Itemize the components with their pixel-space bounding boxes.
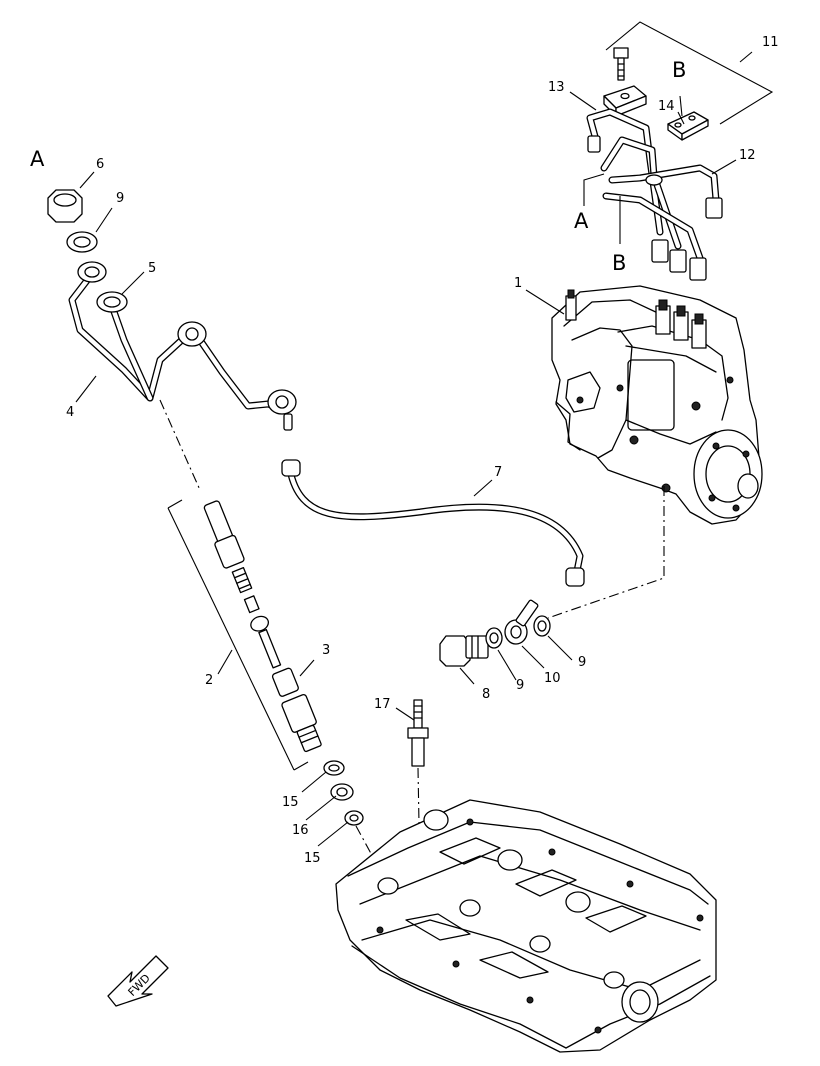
banjo-bolt-8: [439, 635, 489, 685]
callout-5-leader: [121, 271, 145, 295]
callout-10: 10: [544, 671, 561, 686]
callout-11-leader: [739, 51, 753, 63]
callout-4: 4: [66, 405, 74, 420]
glow-plug-17: [395, 699, 429, 881]
callout-17: 17: [374, 697, 391, 712]
callout-8: 8: [482, 687, 490, 702]
ref-b-bottom: B: [612, 251, 626, 275]
banjo-bolt-set: [439, 599, 573, 685]
nozzle-seals: [301, 760, 364, 847]
injection-pump: [525, 285, 763, 525]
cap-nut-6: [47, 171, 95, 223]
callout-2: 2: [205, 673, 213, 688]
callout-9a: 9: [116, 191, 124, 206]
callout-2-bracket: [167, 507, 295, 771]
callout-9b: 9: [516, 678, 524, 693]
callout-16: 16: [292, 823, 309, 838]
clamp-14: [667, 111, 709, 141]
injection-pipe-assembly: [569, 21, 774, 281]
callout-13-leader: [569, 91, 597, 111]
callout-13: 13: [548, 80, 565, 95]
callout-1-leader: [525, 289, 565, 315]
callout-5: 5: [148, 261, 156, 276]
pump-to-banjo-line: [547, 486, 665, 619]
callout-15b: 15: [304, 851, 321, 866]
ref-b-top-leader: [679, 95, 683, 117]
callout-4-leader: [75, 375, 97, 403]
callout-9c: 9: [578, 655, 586, 670]
callout-7: 7: [494, 465, 502, 480]
injector-assembly: [167, 499, 322, 771]
washer-9-right: [533, 615, 573, 661]
callout-12: 12: [739, 148, 756, 163]
reference-labels: A A B B: [30, 58, 686, 275]
washer-9-mid: [485, 627, 517, 681]
callout-14: 14: [658, 99, 675, 114]
callout-3-leader: [299, 659, 315, 677]
ref-a-right-leader: [583, 173, 605, 206]
leak-to-injector-line: [159, 399, 201, 491]
ref-b-top: B: [672, 58, 686, 82]
callout-11: 11: [762, 35, 779, 50]
callout-12-leader: [711, 159, 737, 175]
callout-15a: 15: [282, 795, 299, 810]
leak-off-pipe: [47, 171, 297, 431]
callout-7-leader: [473, 479, 493, 497]
forward-arrow-icon: FWD: [107, 955, 169, 1007]
banjo-fitting-10: [504, 599, 545, 669]
washer-9-top: [66, 207, 113, 253]
callout-6: 6: [96, 157, 104, 172]
cylinder-head: [335, 799, 717, 1053]
callout-1: 1: [514, 276, 522, 291]
injection-pipes: [586, 108, 723, 281]
callout-11-bracket: [605, 21, 774, 125]
ref-a-left: A: [30, 147, 45, 171]
ref-a-right: A: [574, 209, 589, 233]
callout-3: 3: [322, 643, 330, 658]
callout-labels: 1 2 3 4 5 6 7 8 9 9 9 10 11 12 13 14 15 …: [66, 35, 779, 866]
callout-2-leader: [217, 649, 233, 675]
return-hose: [281, 459, 585, 587]
clamp-bolt: [613, 47, 629, 81]
callout-14-leader: [677, 111, 685, 125]
